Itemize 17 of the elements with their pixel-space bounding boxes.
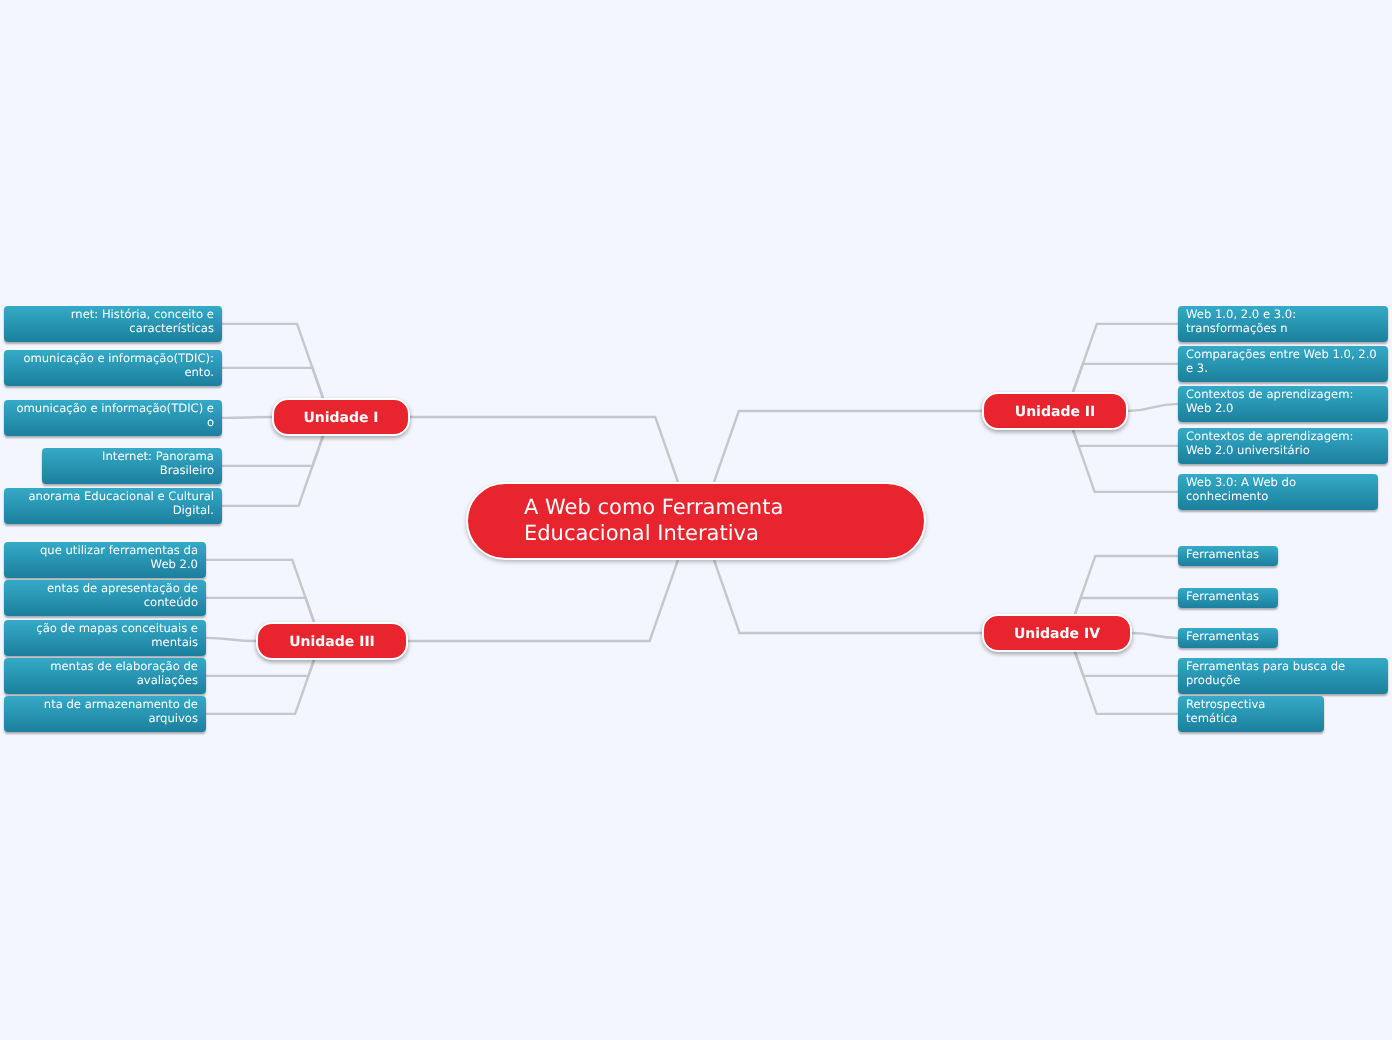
- connector-line: [222, 415, 272, 420]
- connector-line: [222, 435, 325, 508]
- connector-line: [1071, 429, 1178, 494]
- connector-line: [206, 636, 256, 643]
- connector-line: [408, 559, 680, 643]
- connector-line: [1071, 362, 1178, 393]
- connector-line: [222, 366, 325, 399]
- connector-line: [1073, 596, 1178, 615]
- connector-line: [1131, 631, 1179, 640]
- connector-line: [206, 659, 316, 716]
- connector-line: [712, 409, 982, 483]
- connector-line: [1073, 651, 1178, 716]
- connector-line: [410, 415, 680, 483]
- central-topic: A Web como Ferramenta Educacional Interativa: [466, 482, 926, 560]
- connector-line: [712, 559, 982, 635]
- connector-line: [206, 596, 316, 623]
- connector-line: [1127, 402, 1179, 413]
